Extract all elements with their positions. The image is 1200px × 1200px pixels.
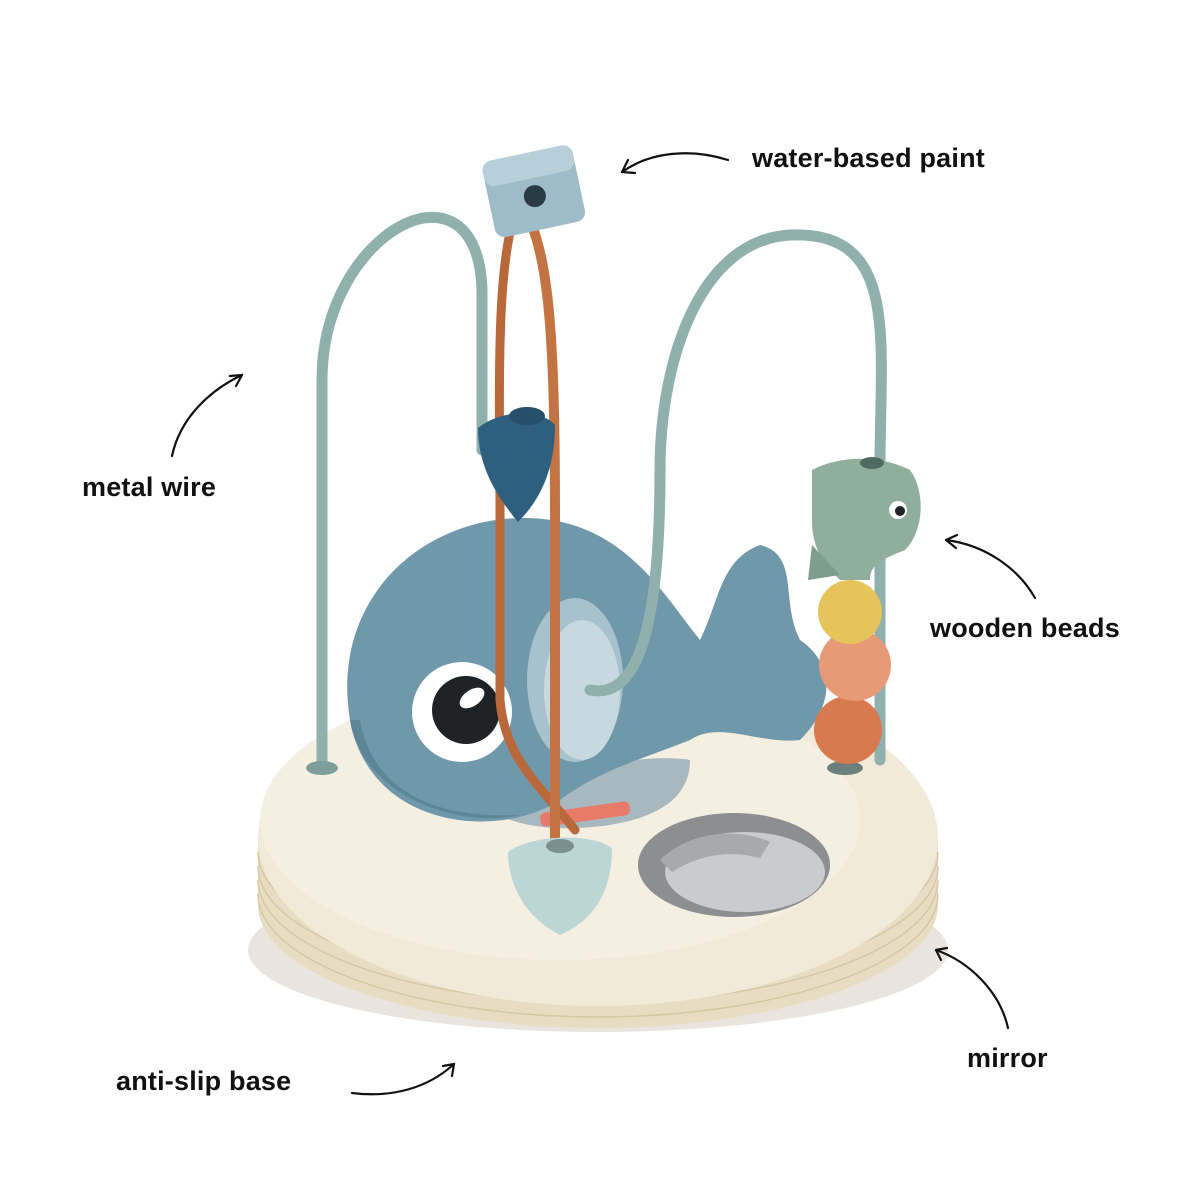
label-wooden-beads: wooden beads xyxy=(930,613,1120,643)
bead-orange xyxy=(814,696,882,764)
label-mirror: mirror xyxy=(967,1043,1048,1073)
fish-bead xyxy=(812,458,921,580)
whale-eye-glint xyxy=(459,687,485,709)
whale-eye-black xyxy=(432,676,500,744)
bead-column-foot xyxy=(827,761,863,775)
cube-bead xyxy=(482,145,586,238)
label-anti-slip-base: anti-slip base xyxy=(116,1066,292,1096)
left-wire-foot xyxy=(306,761,338,775)
light-drop-bead xyxy=(508,837,612,935)
fish-bead-tail xyxy=(808,545,840,580)
mirror-glint xyxy=(660,833,770,872)
right-wire xyxy=(584,229,887,766)
label-metal-wire: metal wire xyxy=(82,472,217,502)
whale-hole-inner xyxy=(544,620,620,760)
left-wire xyxy=(316,211,488,774)
light-bead-hole xyxy=(546,839,574,853)
navy-bead-top xyxy=(509,407,545,425)
bead-yellow xyxy=(818,580,882,644)
fish-bead-hole xyxy=(860,457,884,469)
fish-bead-pupil xyxy=(895,506,905,516)
label-water-based-paint: water-based paint xyxy=(752,143,985,173)
navy-drop-bead xyxy=(478,413,555,522)
bead-salmon xyxy=(819,629,891,701)
